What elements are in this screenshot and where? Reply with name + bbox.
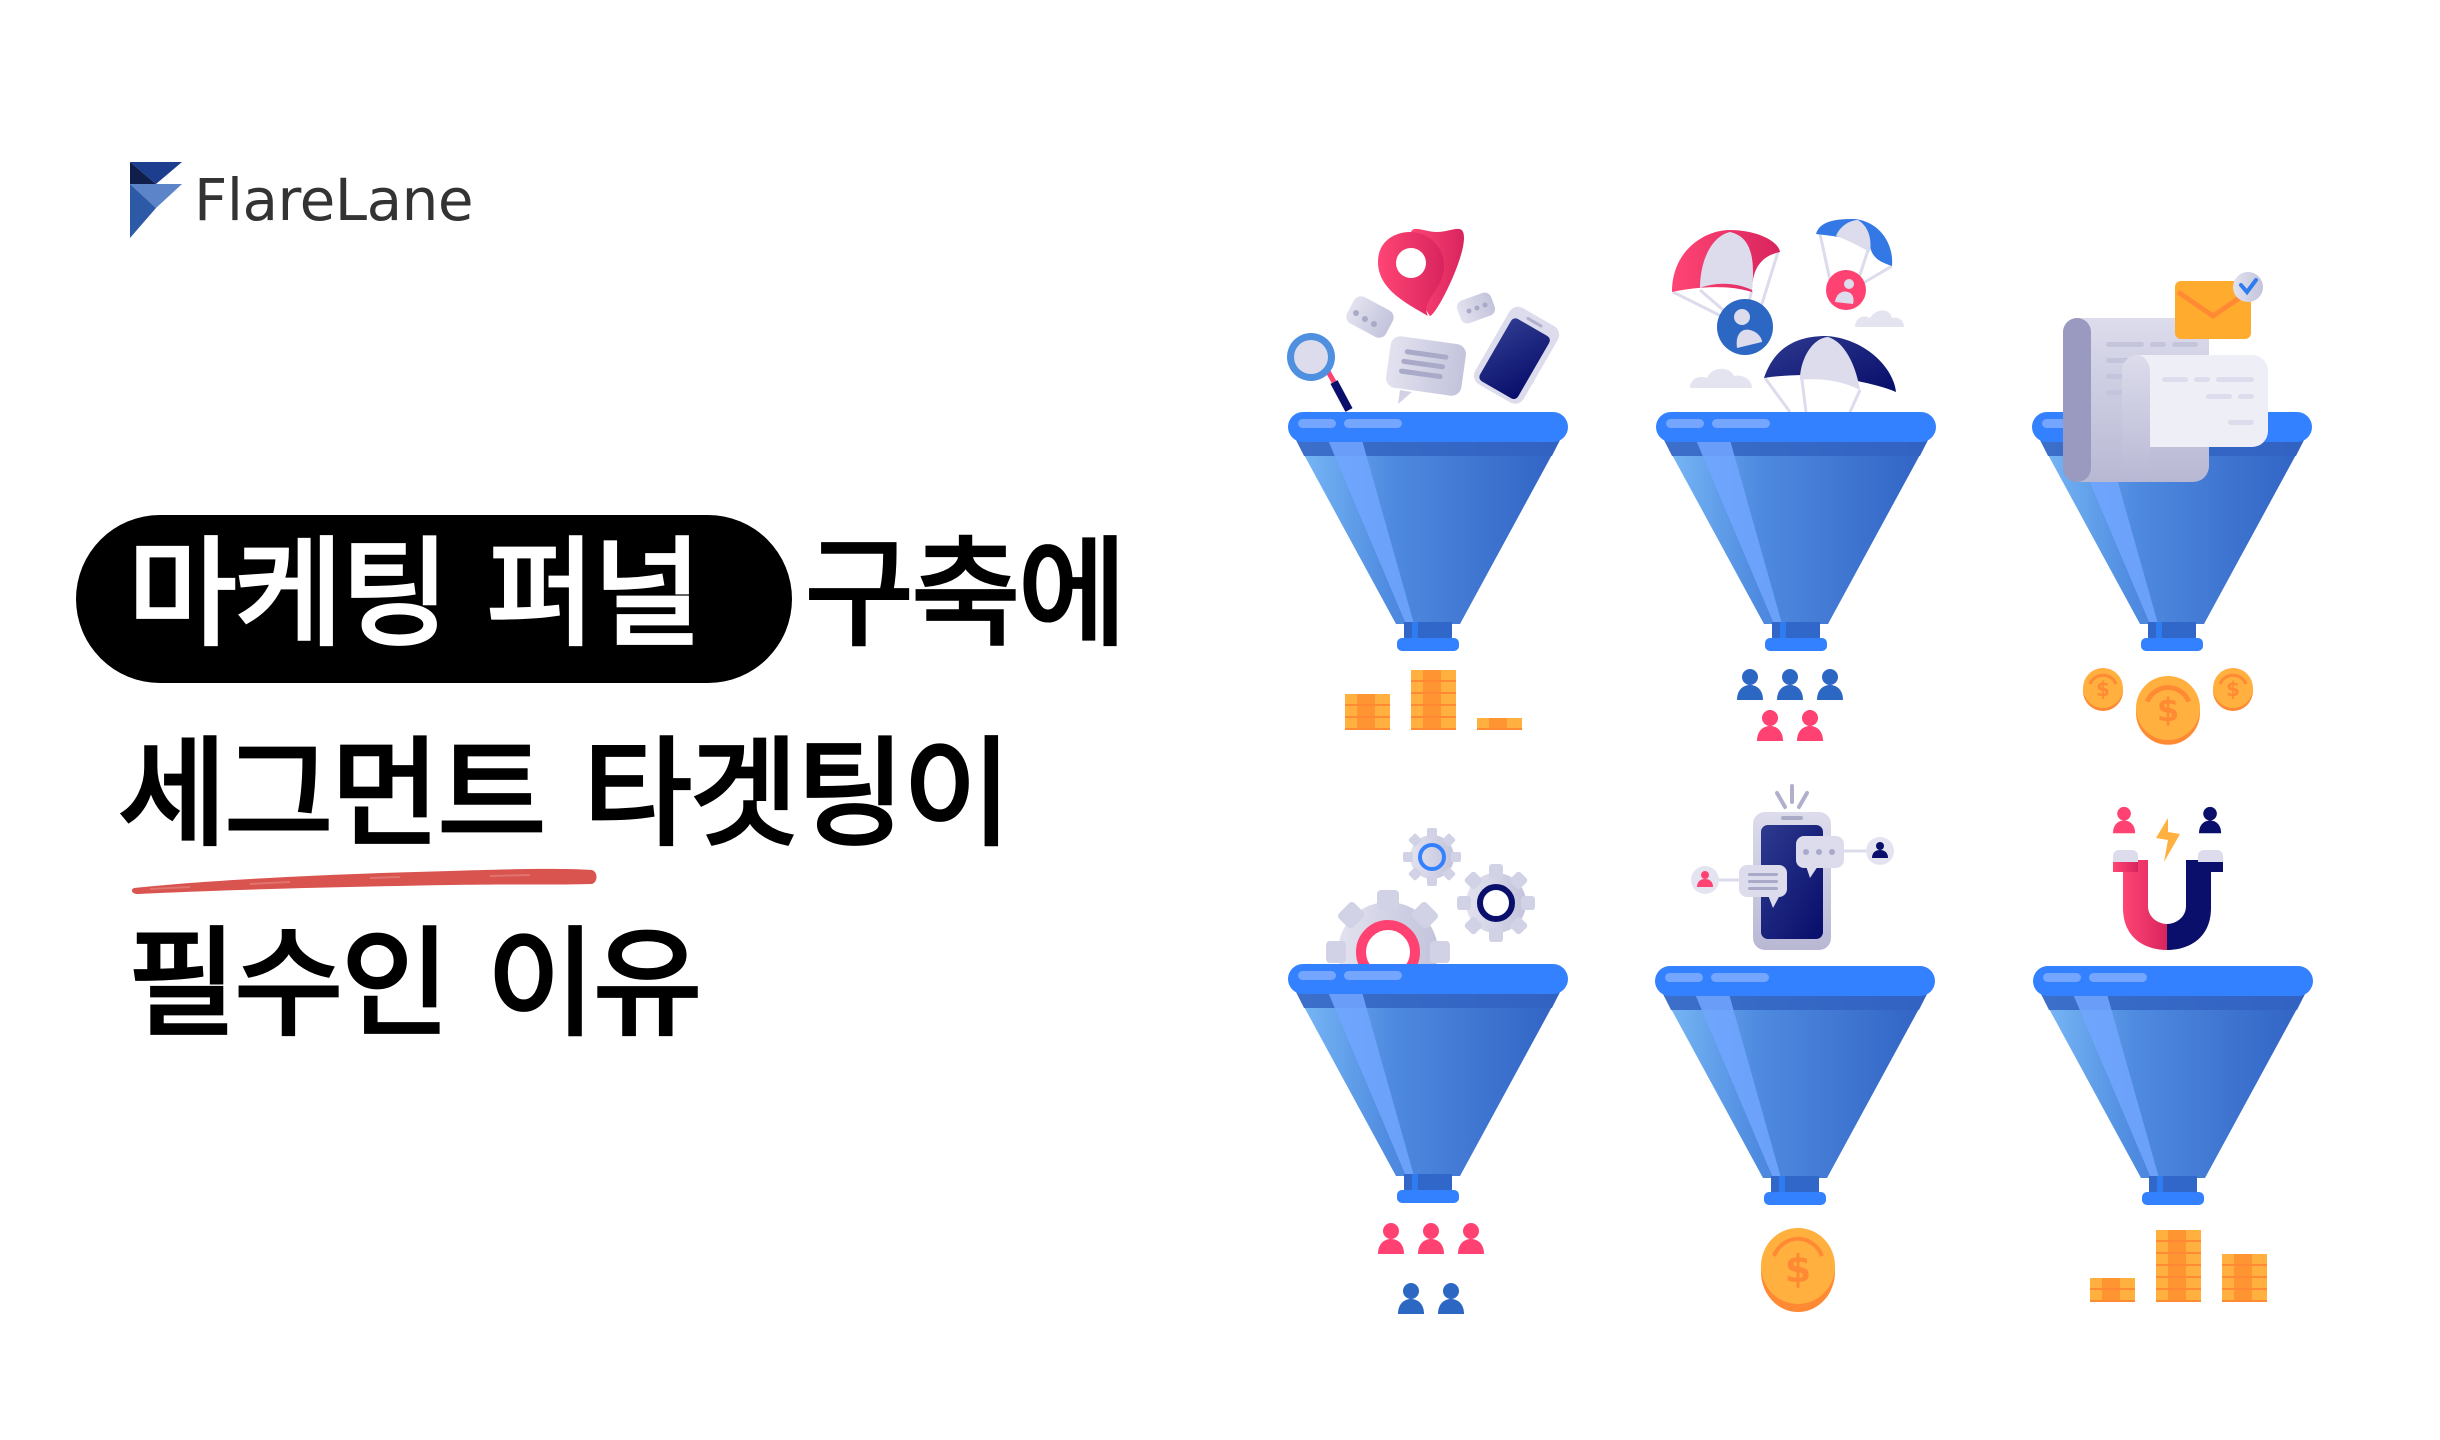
phone-messaging-icon bbox=[1691, 784, 1894, 950]
headline-line1-highlight: 마케팅 퍼널 bbox=[128, 525, 702, 663]
chat-bubble-icon bbox=[1346, 292, 1496, 404]
funnel-2 bbox=[1656, 219, 1936, 741]
coin-stacks-icon bbox=[1345, 670, 1522, 730]
location-pin-icon bbox=[1378, 228, 1464, 316]
email-check-icon bbox=[2175, 272, 2263, 339]
user-group-icon bbox=[1737, 669, 1843, 741]
coin-stacks-icon bbox=[2090, 1230, 2267, 1302]
svg-text:$: $ bbox=[1785, 1247, 1811, 1291]
brush-underline bbox=[131, 868, 597, 894]
smartphone-icon bbox=[1474, 306, 1560, 404]
flarelane-logo: FlareLane bbox=[130, 162, 474, 238]
magnifier-icon bbox=[1287, 333, 1353, 412]
headline-line2: 세그먼트 타겟팅이 bbox=[118, 725, 1012, 863]
brand-name: FlareLane bbox=[194, 166, 474, 234]
funnel-4 bbox=[1288, 828, 1568, 1314]
funnel-6 bbox=[2033, 806, 2313, 1302]
funnel-1 bbox=[1287, 228, 1568, 730]
magnet-icon bbox=[2113, 806, 2223, 950]
flarelane-logo-icon bbox=[130, 162, 182, 238]
dollar-coins-icon bbox=[2081, 666, 2255, 745]
funnel-5: $ bbox=[1655, 784, 1935, 1312]
parachute-user-icon bbox=[1672, 219, 1904, 413]
headline-line3: 필수인 이유 bbox=[128, 915, 702, 1053]
funnel-3 bbox=[2032, 272, 2312, 745]
dollar-coin-icon: $ bbox=[1761, 1228, 1835, 1312]
headline-line1-rest: 구축에 bbox=[805, 525, 1127, 663]
documents-icon bbox=[2063, 318, 2268, 482]
highlight-pill bbox=[76, 515, 792, 683]
user-group-icon bbox=[1378, 1223, 1484, 1314]
